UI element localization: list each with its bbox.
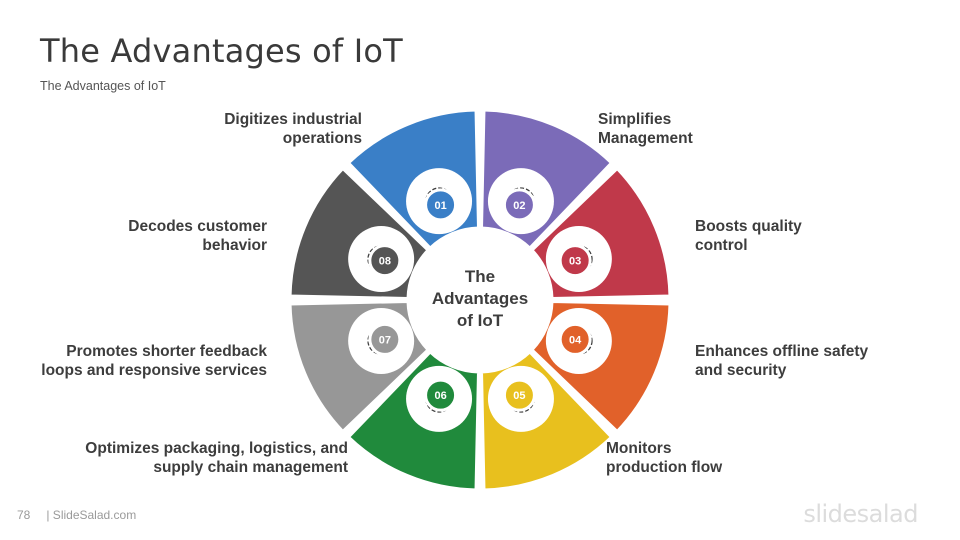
label-06-line1: Optimizes packaging, logistics, and: [85, 440, 348, 457]
label-05: Monitors production flow: [606, 439, 722, 477]
label-02-line1: Simplifies: [598, 111, 672, 128]
label-08-line1: Decodes customer: [128, 218, 267, 235]
center-title-line3: of IoT: [456, 311, 504, 330]
footer-site: | SlideSalad.com: [46, 508, 137, 522]
center-title-line1: The: [464, 267, 496, 286]
footer: 78 | SlideSalad.com: [17, 508, 136, 522]
badge-number-04: 04: [569, 334, 582, 346]
slide-subtitle: The Advantages of IoT: [40, 79, 166, 93]
label-03-line2: control: [695, 237, 748, 254]
label-03: Boosts quality control: [695, 217, 802, 255]
label-02: Simplifies Management: [598, 110, 693, 148]
badge-number-03: 03: [569, 256, 581, 268]
label-07: Promotes shorter feedback loops and resp…: [41, 342, 267, 380]
badge-04: [558, 322, 592, 356]
center-title-line2: Advantages: [431, 289, 529, 308]
badge-08: [368, 244, 402, 278]
label-04-line2: and security: [695, 362, 787, 379]
badge-03: [558, 244, 592, 278]
badge-06: [424, 378, 458, 412]
badge-02: [502, 188, 536, 222]
label-06-line2: supply chain management: [153, 459, 348, 476]
badge-number-06: 06: [434, 390, 446, 402]
badge-number-05: 05: [513, 390, 525, 402]
brand-logo: slidesalad: [803, 500, 918, 528]
center-title: The Advantages of IoT: [419, 266, 541, 332]
badge-01: [424, 188, 458, 222]
label-01: Digitizes industrial operations: [224, 110, 362, 148]
label-06: Optimizes packaging, logistics, and supp…: [85, 439, 348, 477]
label-05-line1: Monitors: [606, 440, 672, 457]
label-04-line1: Enhances offline safety: [695, 343, 869, 360]
center-disc: [410, 230, 550, 370]
label-07-line2: loops and responsive services: [41, 362, 267, 379]
badge-number-02: 02: [513, 200, 525, 212]
slide-title: The Advantages of IoT: [40, 32, 403, 70]
label-01-line1: Digitizes industrial: [224, 111, 362, 128]
badge-05: [502, 378, 536, 412]
badge-number-08: 08: [379, 256, 391, 268]
label-04: Enhances offline safety and security: [695, 342, 868, 380]
badge-07: [368, 322, 402, 356]
badge-number-07: 07: [379, 334, 391, 346]
label-08: Decodes customer behavior: [128, 217, 267, 255]
badge-number-01: 01: [434, 200, 446, 212]
label-02-line2: Management: [598, 130, 693, 147]
label-03-line1: Boosts quality: [695, 218, 802, 235]
page-number: 78: [17, 508, 31, 522]
label-08-line2: behavior: [202, 237, 267, 254]
label-07-line1: Promotes shorter feedback: [66, 343, 267, 360]
label-05-line2: production flow: [606, 459, 723, 476]
label-01-line2: operations: [282, 130, 362, 147]
